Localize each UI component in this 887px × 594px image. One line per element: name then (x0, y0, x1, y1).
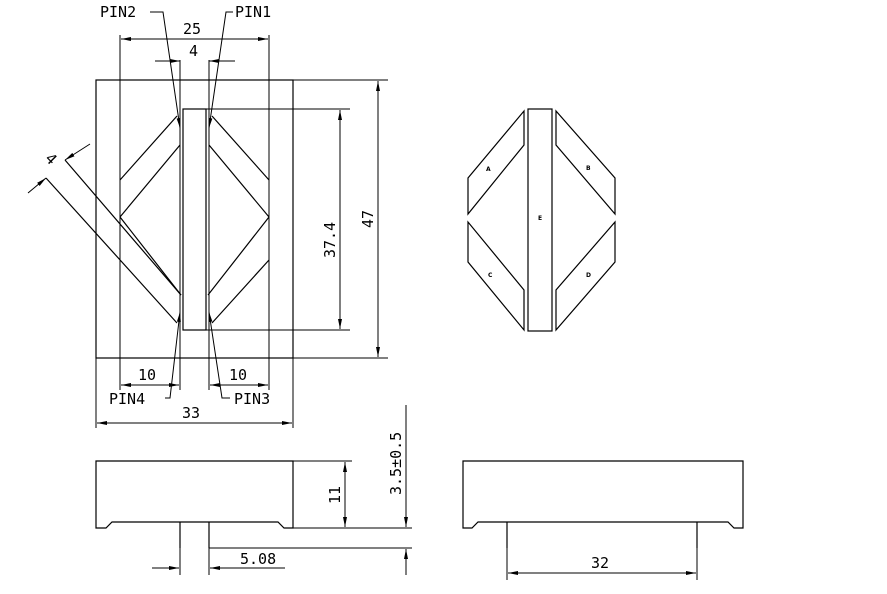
dim-pin-pitch: 5.08 (240, 550, 276, 568)
winding-label-e: E (538, 215, 542, 222)
outline-body (95, 79, 294, 359)
top-view: PIN2 PIN1 PIN4 PIN3 25 4 4 37.4 47 10 10… (27, 3, 388, 428)
side-view-front: 11 3.5±0.5 5.08 (95, 405, 412, 575)
dim-pin-offset-right: 10 (229, 366, 247, 384)
side-view-side: 32 (462, 460, 744, 580)
right-strips (207, 115, 270, 324)
pin3-label: PIN3 (234, 390, 270, 408)
winding-view: A B C D E (467, 108, 616, 332)
pin4-label: PIN4 (109, 390, 145, 408)
winding-label-b: B (586, 165, 591, 172)
winding-label-a: A (486, 166, 491, 173)
pin1-label: PIN1 (235, 3, 271, 21)
dim-body-height: 11 (326, 486, 344, 504)
left-strips (45, 115, 182, 324)
dim-pin-gap: 4 (189, 42, 198, 60)
dim-overall-height: 47 (359, 210, 377, 228)
center-bar (182, 108, 207, 331)
winding-label-c: C (488, 272, 493, 279)
dim-top-width: 25 (183, 20, 201, 38)
pin2-label: PIN2 (100, 3, 136, 21)
dim-inner-height: 37.4 (321, 222, 339, 258)
dim-strip-width: 4 (41, 149, 60, 168)
dim-pin-offset-left: 10 (138, 366, 156, 384)
dim-overall-width: 33 (182, 404, 200, 422)
dim-side-pin-span: 32 (591, 554, 609, 572)
winding-label-d: D (586, 272, 591, 279)
dim-pin-length: 3.5±0.5 (387, 432, 405, 495)
winding-center-bar (527, 108, 553, 332)
